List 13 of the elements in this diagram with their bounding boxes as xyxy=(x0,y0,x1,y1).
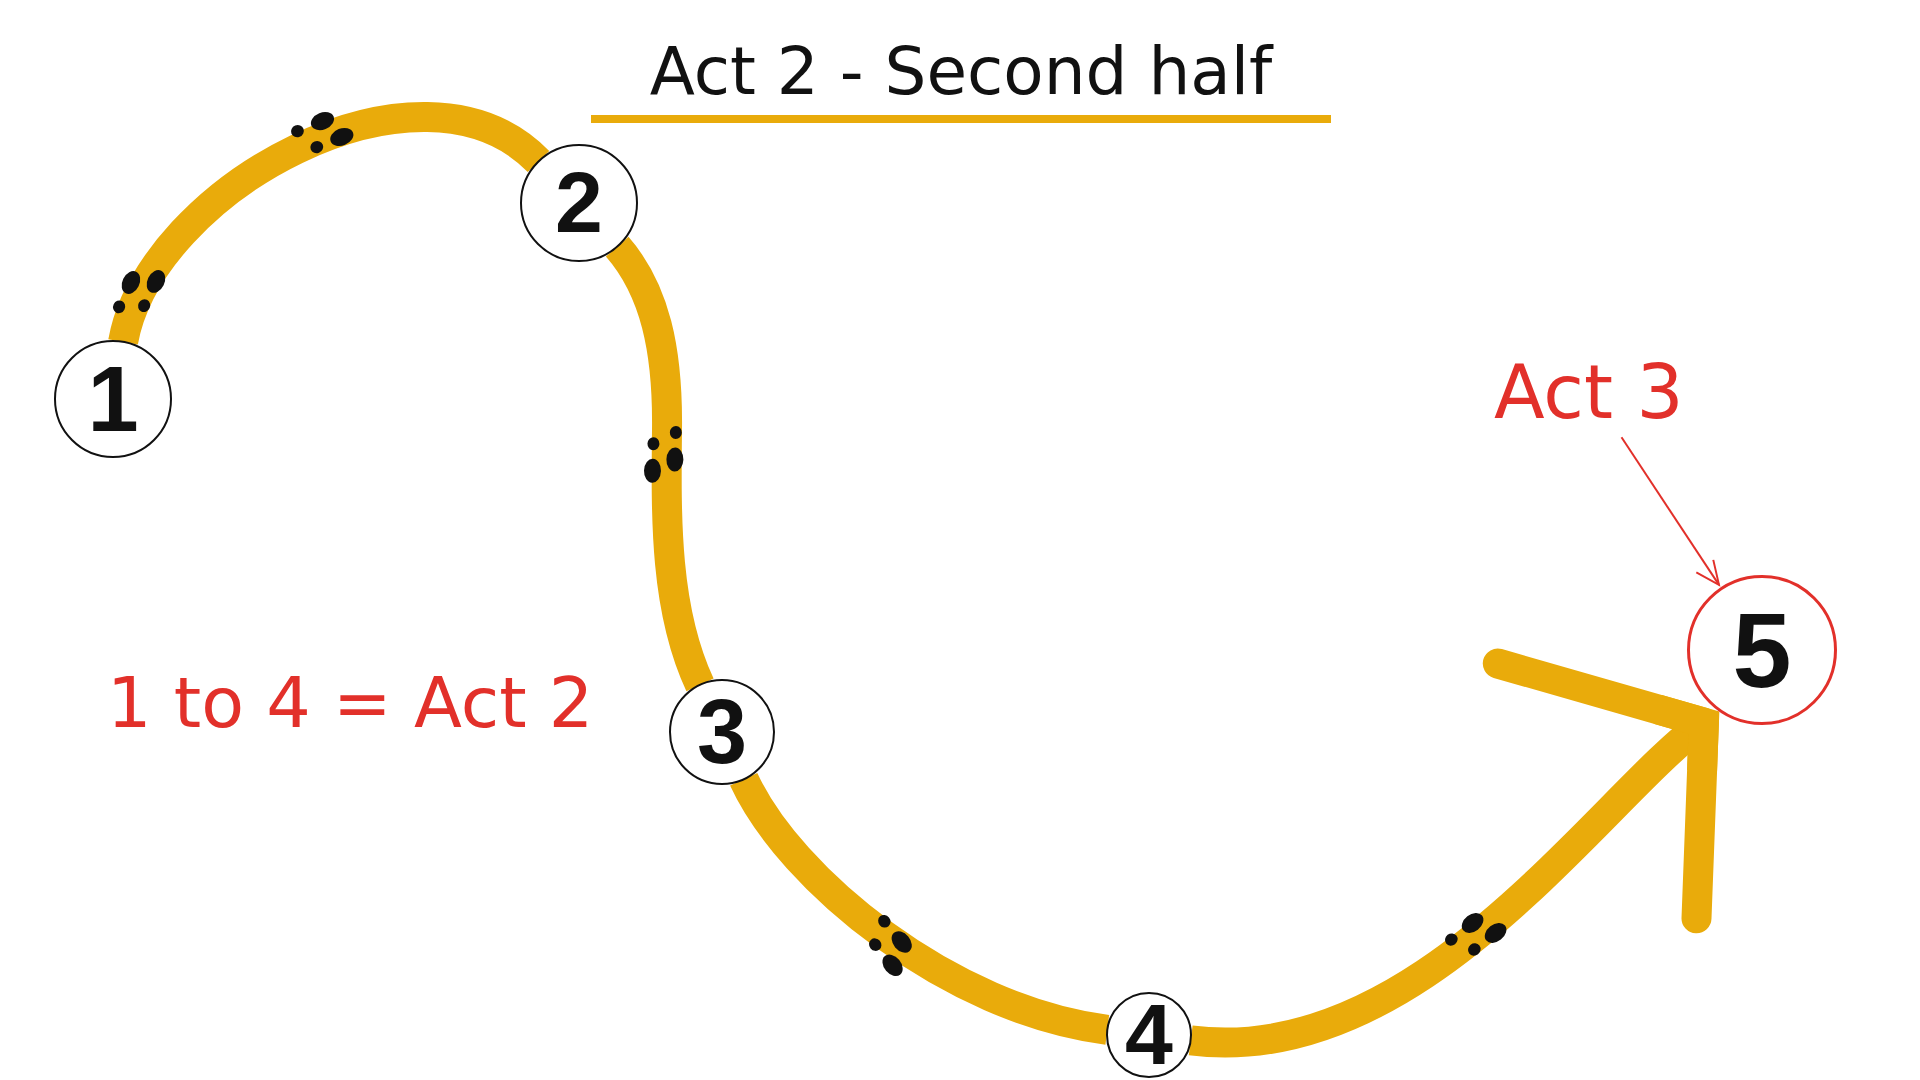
step-number: 4 xyxy=(1125,998,1173,1072)
step-circle xyxy=(1106,992,1192,1078)
step-circle xyxy=(54,340,172,458)
step-number: 5 xyxy=(1732,604,1792,696)
step-circle xyxy=(669,679,775,785)
step-circle xyxy=(520,144,638,262)
note-text: 1 to 4 = Act 2 xyxy=(107,668,594,738)
step-number: 1 xyxy=(87,359,139,439)
step-number: 2 xyxy=(555,166,603,240)
step-number: 3 xyxy=(696,693,748,771)
step-circle xyxy=(1687,575,1837,725)
title-heading: Act 2 - Second half xyxy=(591,34,1331,123)
annotation-text: Act 3 xyxy=(1494,355,1684,429)
